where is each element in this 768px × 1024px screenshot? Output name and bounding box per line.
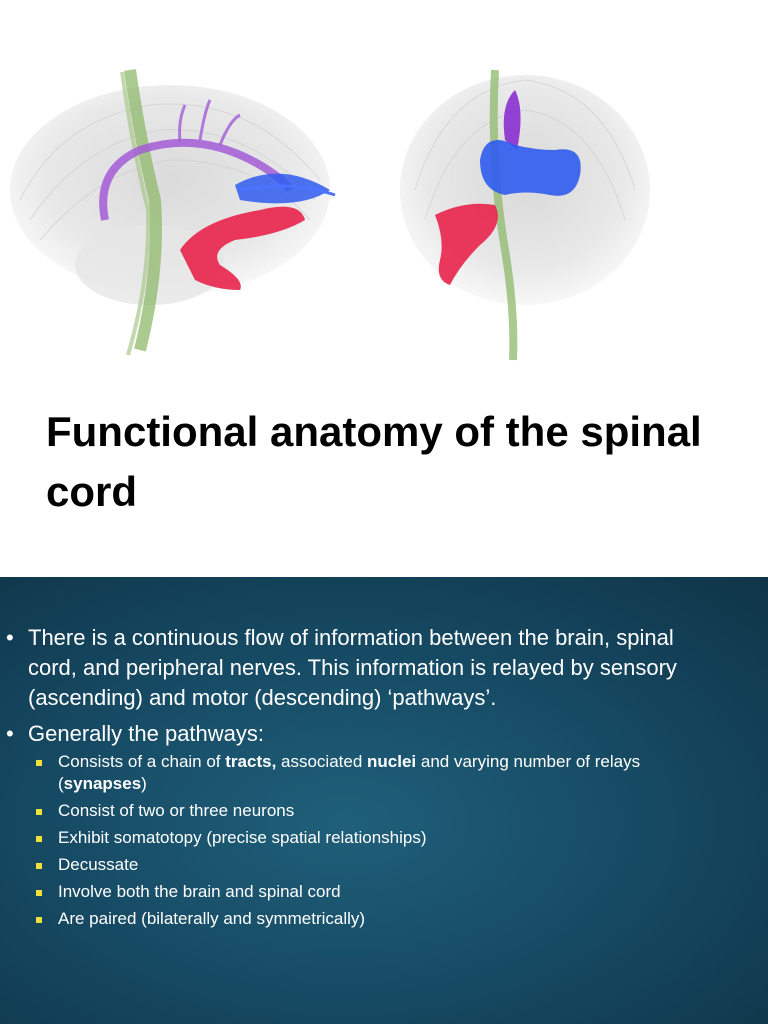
bullet-item: • Generally the pathways: Consists of a … [6, 719, 718, 930]
sub-bullet-text: Are paired (bilaterally and symmetricall… [58, 909, 366, 928]
sub-bullet-item: Consists of a chain of tracts, associate… [36, 751, 698, 795]
sub-bullet-text: Exhibit somatotopy (precise spatial rela… [58, 828, 427, 847]
title-slide: Functional anatomy of the spinal cord [10, 69, 702, 515]
content-slide: • There is a continuous flow of informat… [0, 577, 768, 1024]
sub-bullet-text: Consist of two or three neurons [58, 801, 295, 820]
square-bullet-icon [36, 836, 42, 842]
bullet-item: • There is a continuous flow of informat… [6, 623, 718, 713]
bullet-dot-icon: • [6, 625, 14, 650]
sub-bullet-item: Are paired (bilaterally and symmetricall… [36, 908, 698, 930]
brain-tractography-sagittal-image [10, 69, 336, 356]
sub-bullet-item: Consist of two or three neurons [36, 800, 698, 822]
bullet-list: • There is a continuous flow of informat… [0, 623, 768, 935]
square-bullet-icon [36, 809, 42, 815]
brain-tractography-coronal-image [400, 69, 650, 361]
square-bullet-icon [36, 917, 42, 923]
square-bullet-icon [36, 890, 42, 896]
square-bullet-icon [36, 863, 42, 869]
bullet-text: There is a continuous flow of informatio… [28, 625, 677, 710]
sub-bullet-item: Involve both the brain and spinal cord [36, 881, 698, 903]
slide-title: Functional anatomy of the spinal cord [46, 408, 702, 515]
sub-bullet-item: Exhibit somatotopy (precise spatial rela… [36, 827, 698, 849]
sub-bullet-text: Decussate [58, 855, 139, 874]
bullet-dot-icon: • [6, 721, 14, 746]
sub-bullet-text: Consists of a chain of tracts, associate… [58, 752, 641, 793]
sub-bullet-item: Decussate [36, 854, 698, 876]
square-bullet-icon [36, 760, 42, 766]
bullet-text: Generally the pathways: [28, 721, 265, 746]
sub-bullet-text: Involve both the brain and spinal cord [58, 882, 341, 901]
sub-bullet-list: Consists of a chain of tracts, associate… [28, 751, 718, 930]
